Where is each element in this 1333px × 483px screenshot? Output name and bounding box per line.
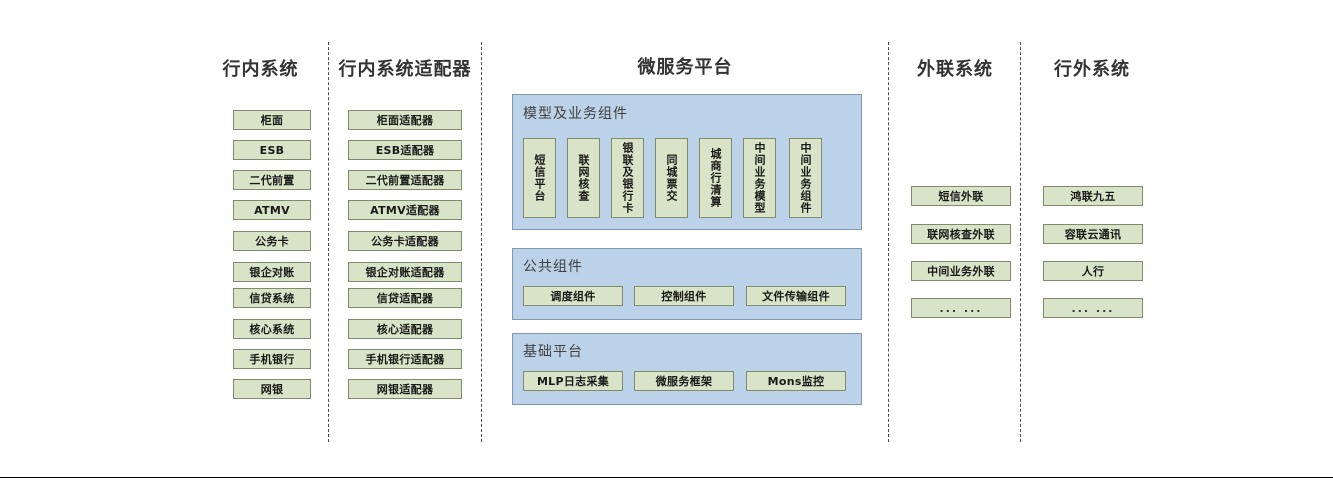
node-mbc-6[interactable]: 中间业务组件 — [789, 138, 822, 218]
node-base-2[interactable]: Mons监控 — [746, 371, 846, 391]
node-internal-2[interactable]: 二代前置 — [233, 170, 311, 190]
panel-base-platform — [512, 333, 862, 405]
column-title-outside-bank-systems: 行外系统 — [1054, 59, 1130, 80]
divider-1 — [328, 42, 329, 442]
column-title-internal-adapters: 行内系统适配器 — [338, 59, 472, 80]
node-adapter-4[interactable]: 公务卡适配器 — [348, 231, 462, 251]
node-adapter-3[interactable]: ATMV适配器 — [348, 200, 462, 220]
column-title-internal-systems: 行内系统 — [222, 59, 299, 80]
node-external-2[interactable]: 中间业务外联 — [911, 261, 1011, 281]
node-adapter-6[interactable]: 信贷适配器 — [348, 288, 462, 308]
node-pub-1[interactable]: 控制组件 — [634, 286, 734, 306]
column-title-microservice-platform: 微服务平台 — [637, 57, 733, 78]
node-base-1[interactable]: 微服务框架 — [634, 371, 734, 391]
divider-3 — [888, 42, 889, 442]
node-mbc-1[interactable]: 联网核查 — [567, 138, 600, 218]
node-adapter-2[interactable]: 二代前置适配器 — [348, 170, 462, 190]
node-mbc-3[interactable]: 同城票交 — [655, 138, 688, 218]
node-mbc-5[interactable]: 中间业务模型 — [743, 138, 776, 218]
node-outside-0[interactable]: 鸿联九五 — [1043, 186, 1143, 206]
node-internal-5[interactable]: 银企对账 — [233, 262, 311, 282]
bottom-rule — [0, 477, 1333, 478]
node-internal-4[interactable]: 公务卡 — [233, 231, 311, 251]
node-adapter-0[interactable]: 柜面适配器 — [348, 110, 462, 130]
node-internal-1[interactable]: ESB — [233, 140, 311, 160]
node-pub-2[interactable]: 文件传输组件 — [746, 286, 846, 306]
divider-2 — [481, 42, 482, 442]
column-title-external-link-systems: 外联系统 — [917, 59, 993, 80]
node-outside-2[interactable]: 人行 — [1043, 261, 1143, 281]
node-internal-8[interactable]: 手机银行 — [233, 349, 311, 369]
node-adapter-1[interactable]: ESB适配器 — [348, 140, 462, 160]
panel-title-base-platform: 基础平台 — [523, 344, 583, 360]
node-mbc-2[interactable]: 银联及银行卡 — [611, 138, 644, 218]
node-external-0[interactable]: 短信外联 — [911, 186, 1011, 206]
panel-public-components — [512, 248, 862, 320]
node-internal-0[interactable]: 柜面 — [233, 110, 311, 130]
node-external-3[interactable]: ... ... — [911, 298, 1011, 318]
panel-title-model-business-components: 模型及业务组件 — [523, 106, 628, 122]
node-mbc-4[interactable]: 城商行清算 — [699, 138, 732, 218]
node-adapter-8[interactable]: 手机银行适配器 — [348, 349, 462, 369]
node-internal-6[interactable]: 信贷系统 — [233, 288, 311, 308]
node-outside-1[interactable]: 容联云通讯 — [1043, 224, 1143, 244]
node-mbc-0[interactable]: 短信平台 — [523, 138, 556, 218]
node-outside-3[interactable]: ... ... — [1043, 298, 1143, 318]
node-internal-9[interactable]: 网银 — [233, 379, 311, 399]
node-base-0[interactable]: MLP日志采集 — [523, 371, 623, 391]
node-external-1[interactable]: 联网核查外联 — [911, 224, 1011, 244]
divider-4 — [1020, 42, 1021, 442]
panel-title-public-components: 公共组件 — [523, 259, 583, 275]
node-adapter-7[interactable]: 核心适配器 — [348, 319, 462, 339]
node-internal-7[interactable]: 核心系统 — [233, 319, 311, 339]
node-pub-0[interactable]: 调度组件 — [523, 286, 623, 306]
node-adapter-5[interactable]: 银企对账适配器 — [348, 262, 462, 282]
node-adapter-9[interactable]: 网银适配器 — [348, 379, 462, 399]
node-internal-3[interactable]: ATMV — [233, 200, 311, 220]
